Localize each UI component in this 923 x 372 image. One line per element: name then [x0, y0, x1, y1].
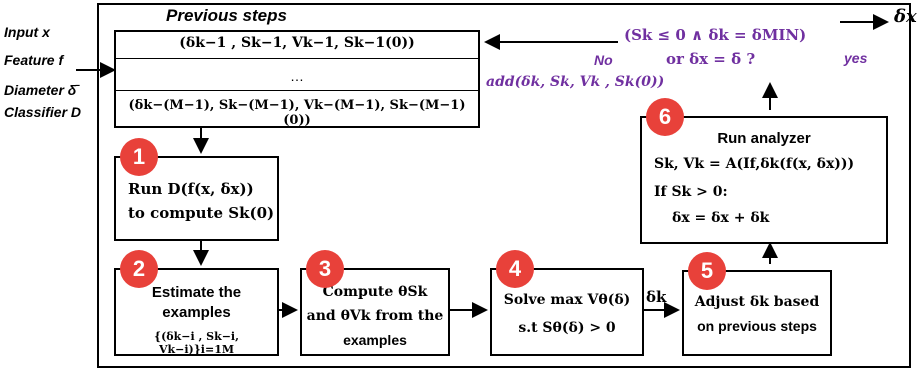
- step-6-badge: 6: [646, 98, 684, 136]
- step-6-line-2: If Sk > 0:: [654, 184, 728, 200]
- step-1-badge: 1: [120, 138, 158, 176]
- add-label: add(δk, Sk, Vk , Sk(0)): [486, 74, 665, 90]
- prev-steps-row-2: …: [290, 68, 304, 84]
- step-5-badge: 5: [688, 252, 726, 290]
- step-3-line-3: examples: [343, 332, 407, 348]
- prev-steps-row-3: (δk−(M−1), Sk−(M−1), Vk−(M−1), Sk−(M−1)(…: [128, 98, 466, 128]
- prev-steps-title: Previous steps: [166, 6, 287, 25]
- step-1-line-2: to compute Sk(0): [128, 204, 275, 222]
- step-2-badge: 2: [120, 250, 158, 288]
- condition-line-1: (Sk ≤ 0 ∧ δk = δMIN): [624, 26, 807, 44]
- outer-frame: [97, 3, 911, 368]
- step-5-line-1: Adjust δk based: [694, 294, 820, 310]
- step-5-line-2: on previous steps: [697, 318, 817, 334]
- step-4-badge: 4: [496, 250, 534, 288]
- step-3-badge: 3: [306, 250, 344, 288]
- no-label: No: [594, 52, 613, 68]
- edge-label-delta-k: δk: [646, 288, 667, 306]
- condition-line-2: or δx = δ̄ ?: [666, 50, 756, 68]
- output-delta-x: δx: [894, 6, 917, 27]
- step-3-line-1: Compute θSk: [322, 284, 428, 300]
- step-3-line-2: and θVk from the: [306, 308, 444, 324]
- step-2-line-2: examples: [162, 304, 231, 321]
- step-6-line-3: δx = δx + δk: [672, 210, 770, 226]
- step-1-box: Run D(f(x, δx)) to compute Sk(0): [114, 156, 279, 241]
- step-6-title: Run analyzer: [717, 130, 811, 147]
- prev-steps-row-1: (δk−1 , Sk−1, Vk−1, Sk−1(0)): [179, 35, 415, 51]
- step-6-box: Run analyzer Sk, Vk = A(If,δk(f(x, δx)))…: [640, 116, 888, 244]
- yes-label: yes: [844, 50, 868, 66]
- step-1-line-1: Run D(f(x, δx)): [128, 180, 254, 198]
- step-2-line-3: {(δk−i , Sk−i, Vk−i)}i=1M: [154, 330, 239, 356]
- classifier-label: Classifier D: [4, 104, 82, 120]
- step-4-line-2: s.t Sθ(δ) > 0: [518, 320, 616, 336]
- step-6-line-1: Sk, Vk = A(If,δk(f(x, δx))): [654, 156, 855, 172]
- step-2-box: Estimate the examples {(δk−i , Sk−i, Vk−…: [114, 268, 279, 356]
- step-2-line-1: Estimate the: [151, 284, 242, 301]
- prev-steps-table: (δk−1 , Sk−1, Vk−1, Sk−1(0)) … (δk−(M−1)…: [114, 30, 480, 128]
- diameter-label: Diameter δ̄: [4, 82, 77, 98]
- feature-f-label: Feature f: [4, 52, 64, 68]
- step-4-line-1: Solve max Vθ(δ): [503, 292, 631, 308]
- input-x-label: Input x: [4, 24, 50, 40]
